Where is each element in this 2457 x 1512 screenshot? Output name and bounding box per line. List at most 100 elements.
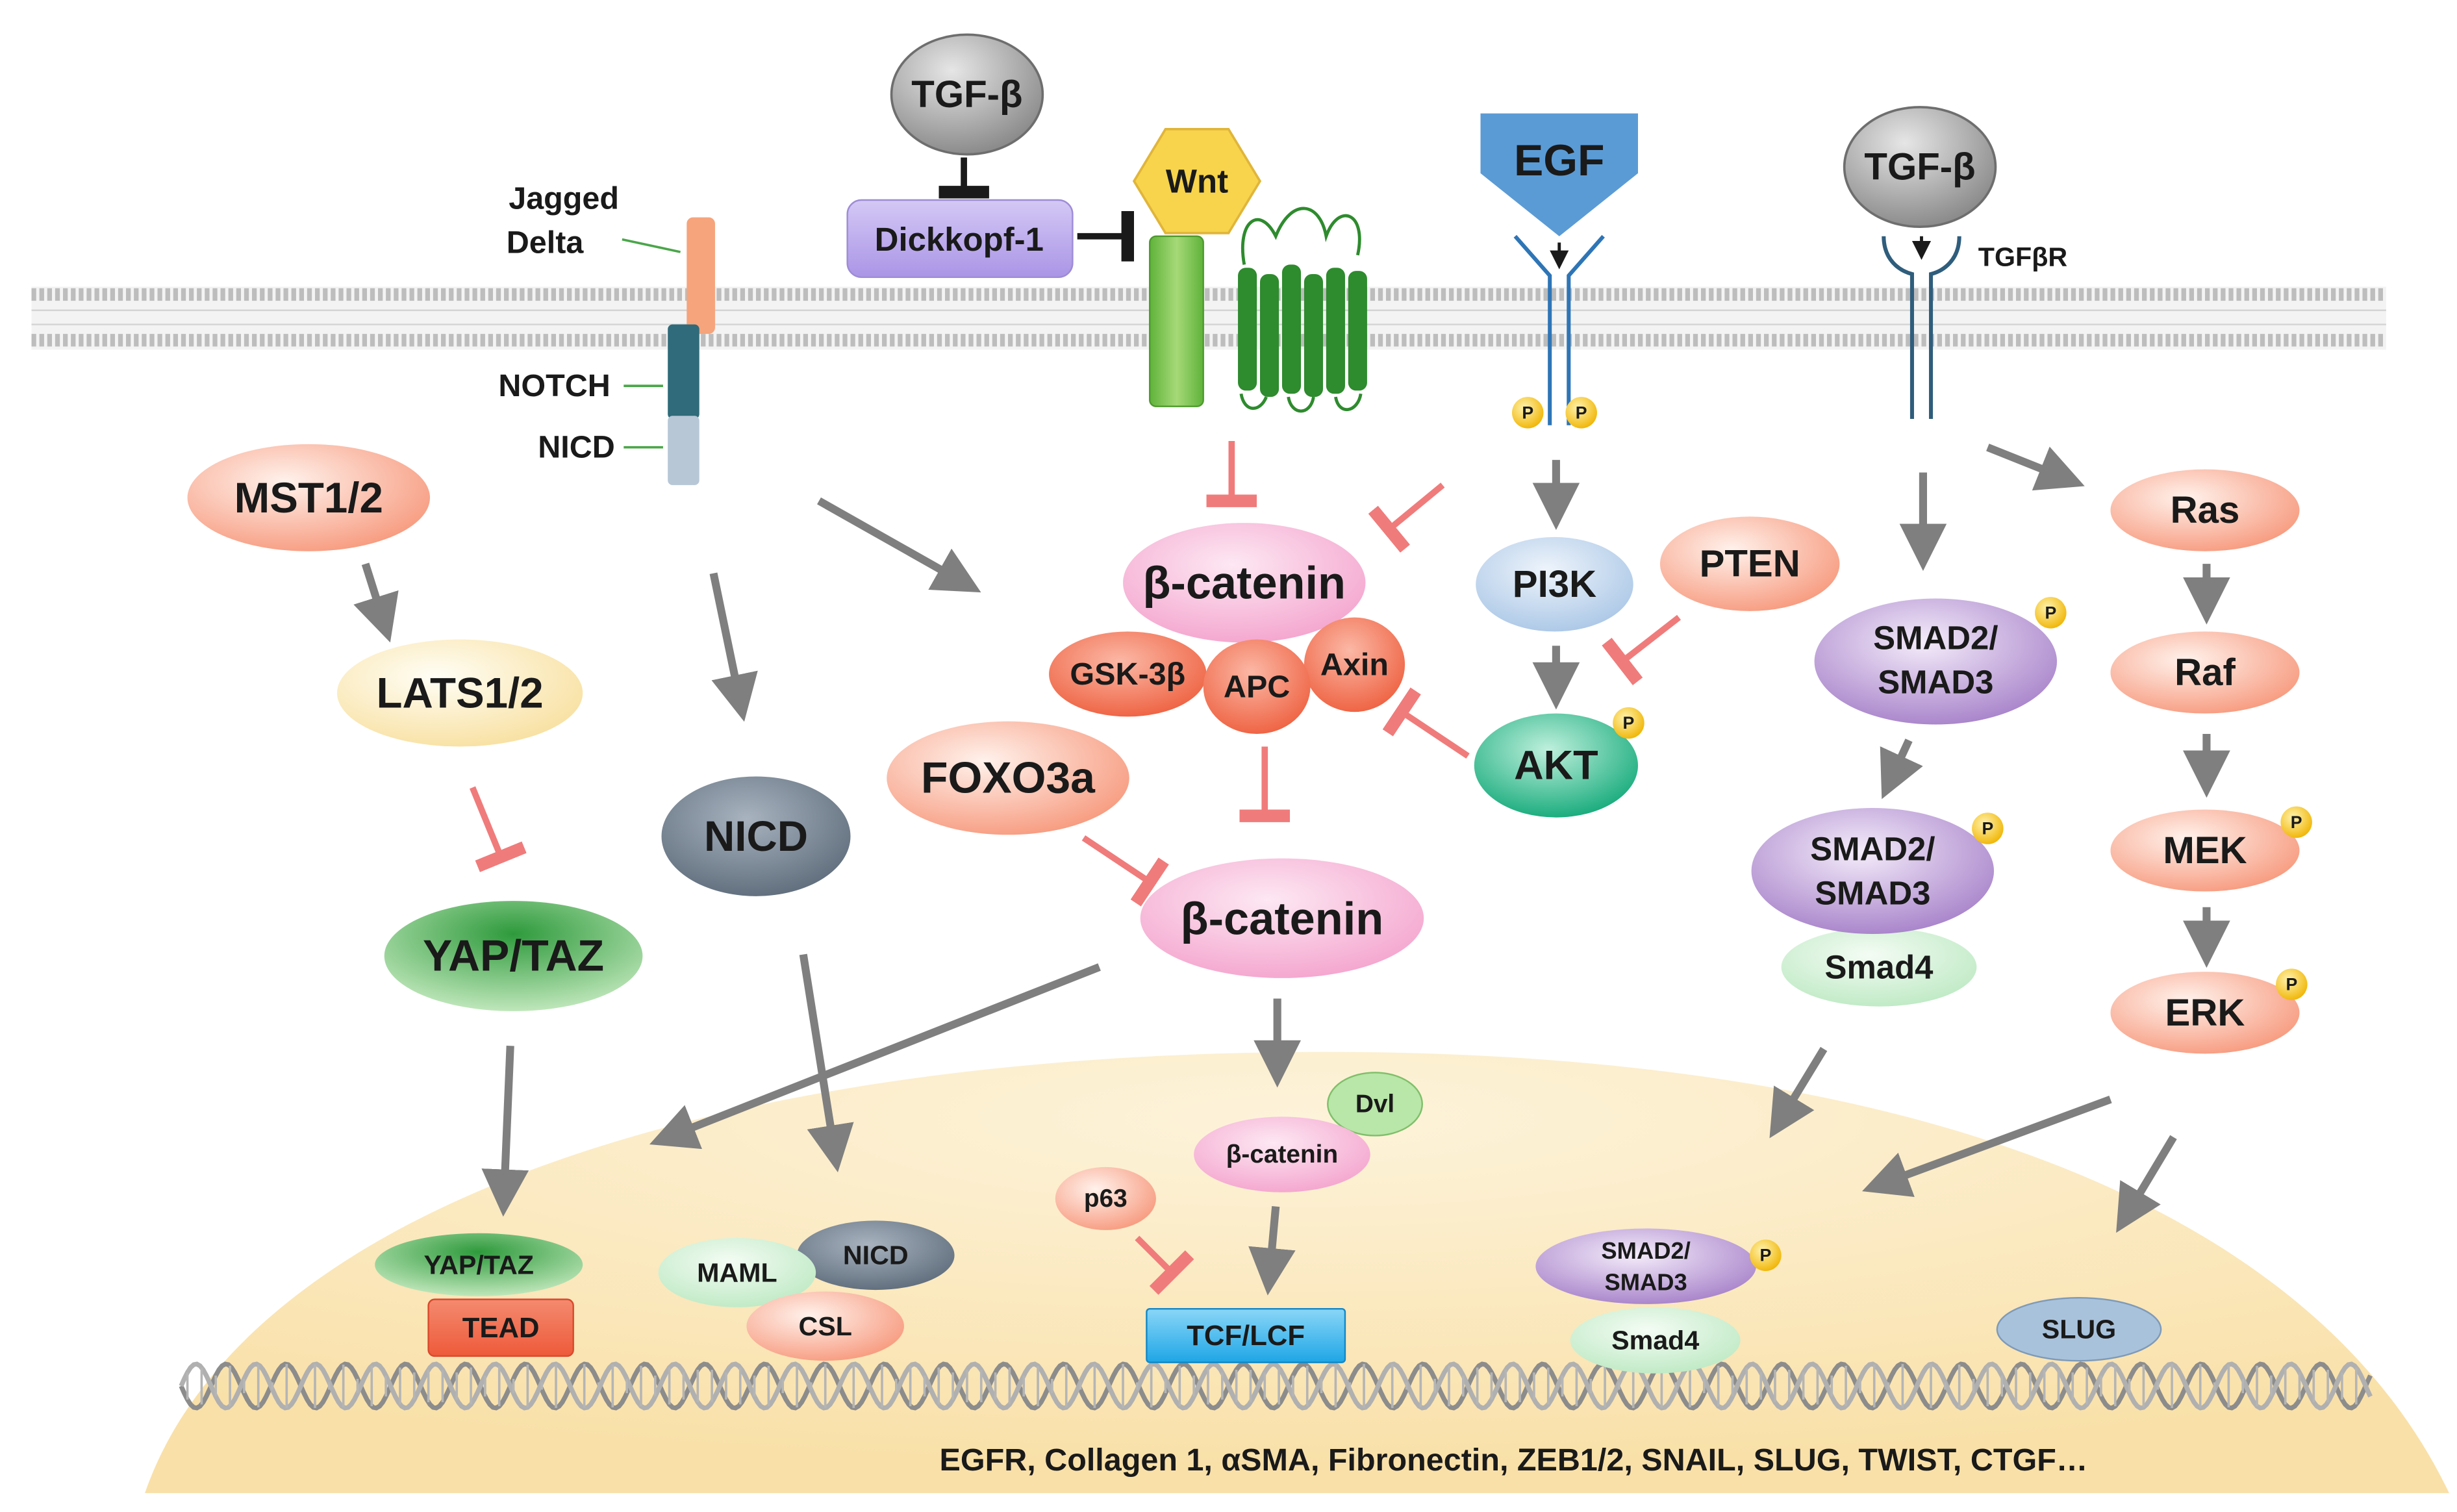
smad4-nuc-node	[1570, 1307, 1741, 1374]
lats-label: LATS1/2	[377, 670, 544, 717]
tead-node	[427, 1298, 574, 1357]
tgfb-left-node	[890, 33, 1044, 156]
mek-node	[2110, 809, 2300, 892]
mst-lats-arrow	[353, 562, 399, 643]
smad-a-label-2: SMAD3	[1878, 664, 1993, 701]
phospho-badge-icon	[1512, 397, 1544, 429]
nicd-nuc-label: NICD	[843, 1241, 909, 1270]
lats-yap-inhibition	[470, 786, 527, 872]
yap-taz-nuc-label: YAP/TAZ	[423, 1250, 533, 1279]
tgfb-left-label: TGF-β	[911, 73, 1022, 116]
bcat-tcf-arrow	[1248, 1206, 1296, 1296]
bcat-nuc-node	[1194, 1116, 1370, 1192]
erk-node	[2110, 972, 2300, 1054]
egf-label: EGF	[1514, 136, 1605, 185]
smad4-cyto-node	[1781, 927, 1977, 1007]
axin-node	[1304, 617, 1405, 712]
phospho-badge-label: P	[1522, 403, 1533, 422]
phospho-badge-icon	[2276, 968, 2308, 1000]
egfr-receptor	[1513, 234, 1605, 425]
dickkopf-node	[846, 199, 1074, 279]
yap-nucleus-arrow	[481, 1045, 529, 1217]
yap-taz-nuc-node	[375, 1233, 583, 1296]
nicd-nucleus-arrow	[799, 953, 854, 1173]
smad-a-label-1: SMAD2/	[1873, 620, 1998, 657]
mek-label: MEK	[2163, 829, 2247, 872]
nicd-cyto-node	[661, 776, 851, 896]
wnt-label: Wnt	[1166, 162, 1228, 199]
phospho-badge-label: P	[1760, 1246, 1772, 1265]
ras-label: Ras	[2171, 489, 2240, 531]
phospho-badge-label: P	[1982, 819, 1993, 838]
delta-label: Delta	[507, 225, 585, 260]
tgfb-right-label: TGF-β	[1864, 146, 1975, 188]
phospho-badge-label: P	[1623, 713, 1635, 733]
dna-helix-icon	[179, 1361, 2373, 1411]
bcat-mid-label: β-catenin	[1181, 892, 1384, 944]
axin-label: Axin	[1320, 647, 1389, 682]
csl-label: CSL	[798, 1311, 851, 1341]
phospho-badge-icon	[1750, 1239, 1782, 1271]
tcf-lcf-node	[1146, 1307, 1346, 1363]
nicd-release-arrow	[709, 572, 758, 722]
maml-node	[658, 1238, 816, 1307]
dickkopf-label: Dickkopf-1	[875, 221, 1044, 258]
apc-node	[1203, 639, 1311, 735]
smad-nucleus-arrow	[1769, 1046, 1828, 1139]
gsk3b-node	[1049, 631, 1207, 717]
phospho-badge-icon	[1613, 707, 1644, 739]
gsk3b-label: GSK-3β	[1070, 657, 1185, 692]
yap-taz-node	[384, 901, 643, 1011]
smad-nuc-label-2: SMAD3	[1604, 1268, 1687, 1295]
yap-taz-label: YAP/TAZ	[423, 931, 604, 980]
foxo3a-catenin-inhibition	[1081, 835, 1169, 907]
akt-label: AKT	[1514, 743, 1598, 788]
phospho-badge-icon	[2280, 806, 2312, 838]
raf-node	[2110, 631, 2300, 714]
phospho-badge-icon	[1972, 813, 2004, 844]
phospho-badge-label: P	[2291, 813, 2302, 832]
akt-node	[1474, 713, 1638, 818]
erk-slug-arrow	[2116, 1135, 2177, 1233]
erk-label: ERK	[2165, 992, 2245, 1034]
bcat-nuc-label: β-catenin	[1226, 1140, 1338, 1168]
bcat-top-node	[1123, 523, 1366, 643]
jagged-label: Jagged	[509, 181, 619, 216]
smad4-nuc-label: Smad4	[1611, 1326, 1699, 1355]
wnt-node	[1132, 128, 1262, 234]
tgfb-right-node	[1843, 106, 1997, 229]
smad-b-label-2: SMAD3	[1815, 874, 1930, 911]
pten-akt-inhibition	[1602, 614, 1682, 686]
smad-nuc-label-1: SMAD2/	[1601, 1237, 1690, 1264]
pten-node	[1659, 516, 1840, 611]
mst-label: MST1/2	[234, 474, 383, 522]
smad-complex-arrow	[1880, 738, 1923, 800]
nicd-receptor-label: NICD	[538, 430, 615, 465]
smad-a-node	[1814, 598, 2058, 725]
tgfbr-receptor	[1882, 236, 1961, 420]
lats-node	[336, 639, 583, 747]
phospho-badge-label: P	[2045, 603, 2056, 622]
catenin-yap-nucleus-arrow	[649, 963, 1101, 1150]
mst-node	[187, 444, 431, 551]
tgfbr-ras-arrow	[1986, 444, 2085, 491]
erk-smad-nucleus-arrow	[1862, 1095, 2112, 1197]
cell-membrane	[31, 286, 2386, 350]
notch-label: NOTCH	[498, 368, 610, 403]
slug-label: SLUG	[2042, 1315, 2117, 1344]
pten-label: PTEN	[1700, 543, 1800, 585]
nicd-nuc-node	[797, 1220, 955, 1291]
phospho-badge-icon	[1565, 397, 1597, 429]
frizzled-receptor	[1238, 207, 1367, 413]
smad-b-node	[1751, 808, 1995, 935]
phospho-badge-icon	[2035, 597, 2067, 629]
notch-catenin-arrow	[817, 497, 981, 593]
pi3k-node	[1476, 536, 1633, 632]
akt-complex-inhibition	[1382, 687, 1470, 759]
pi3k-label: PI3K	[1513, 563, 1596, 605]
apc-label: APC	[1224, 669, 1290, 704]
egfr-catenin-inhibition	[1368, 483, 1445, 553]
egf-node	[1480, 113, 1638, 236]
dvl-label: Dvl	[1355, 1090, 1394, 1118]
